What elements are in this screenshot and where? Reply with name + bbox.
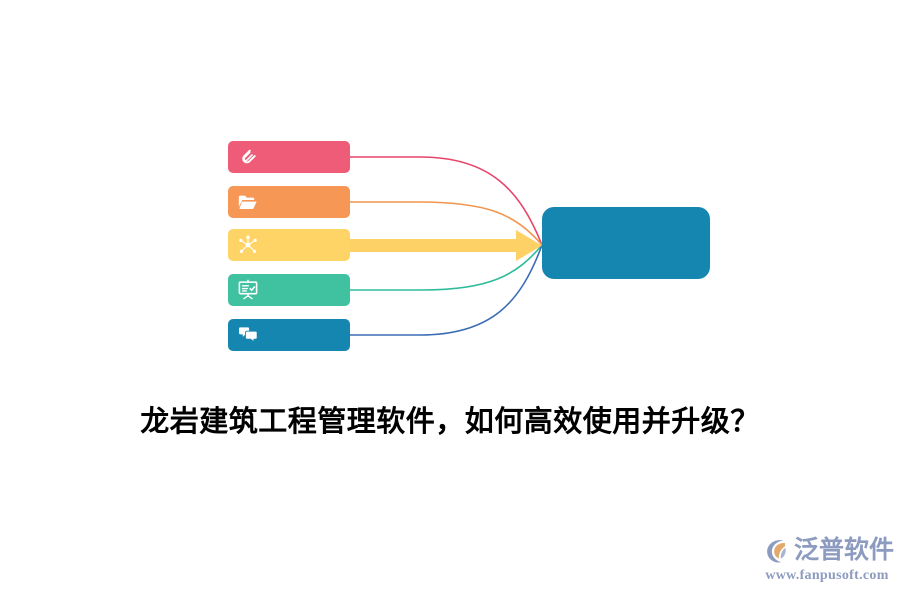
- connector-line-5: [350, 244, 543, 336]
- network-hub-icon: [239, 235, 257, 253]
- diagram-item-4[interactable]: [228, 274, 350, 306]
- page-title: 龙岩建筑工程管理软件，如何高效使用并升级？: [140, 406, 760, 438]
- watermark-brand: 泛普软件: [794, 537, 895, 564]
- watermark-url: www.fanpusoft.com: [765, 568, 889, 583]
- fanpu-logo-icon: [767, 539, 786, 563]
- chat-bubbles-icon: [239, 327, 258, 343]
- connector-line-1: [350, 156, 543, 246]
- diagram-item-3[interactable]: [228, 229, 350, 261]
- paperclip-icon: [242, 149, 256, 164]
- presentation-board-icon: [238, 279, 258, 300]
- diagram-item-1[interactable]: [228, 141, 350, 173]
- connector-line-2: [350, 201, 543, 246]
- watermark: 泛普软件 www.fanpusoft.com: [762, 534, 895, 590]
- open-folder-icon: [238, 195, 257, 210]
- connector-arrow-3: [348, 230, 542, 261]
- diagram-item-5[interactable]: [228, 319, 350, 351]
- watermark-brand-row: 泛普软件: [762, 534, 895, 568]
- target-node[interactable]: [542, 207, 710, 279]
- diagram-item-2[interactable]: [228, 186, 350, 218]
- connector-line-4: [350, 244, 543, 291]
